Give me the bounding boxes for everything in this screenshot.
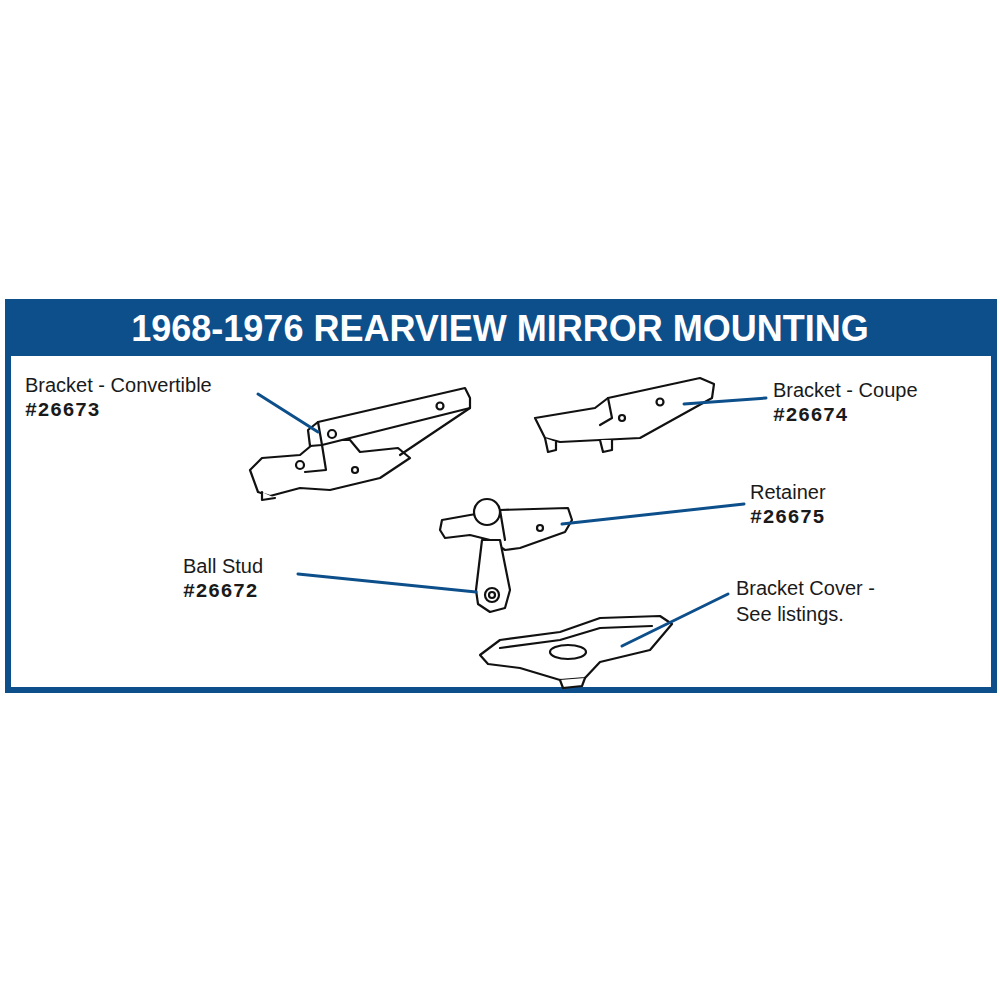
diagram-title: 1968-1976 REARVIEW MIRROR MOUNTING: [12, 305, 988, 353]
part-name: Retainer: [750, 479, 826, 505]
leader-line: [622, 594, 728, 646]
leader-line: [258, 394, 318, 432]
coupe-bracket: [535, 378, 714, 452]
bracket-cover: [480, 616, 672, 688]
convertible-bracket: [250, 388, 470, 500]
part-name: Bracket Cover - See listings.: [736, 575, 911, 627]
retainer: [440, 499, 572, 550]
part-name: Bracket - Convertible: [25, 372, 212, 398]
frame: [8, 302, 994, 690]
part-number: #26674: [773, 403, 848, 429]
part-name: Ball Stud: [183, 553, 263, 579]
part-number: #26673: [25, 398, 100, 424]
title-band: [8, 302, 994, 356]
leader-line: [298, 574, 476, 592]
leader-line: [562, 504, 744, 524]
part-number: #26672: [183, 579, 258, 605]
part-number: #26675: [750, 505, 825, 531]
ball-stud: [476, 540, 510, 612]
part-name: Bracket - Coupe: [773, 377, 918, 403]
leader-line: [684, 398, 766, 404]
